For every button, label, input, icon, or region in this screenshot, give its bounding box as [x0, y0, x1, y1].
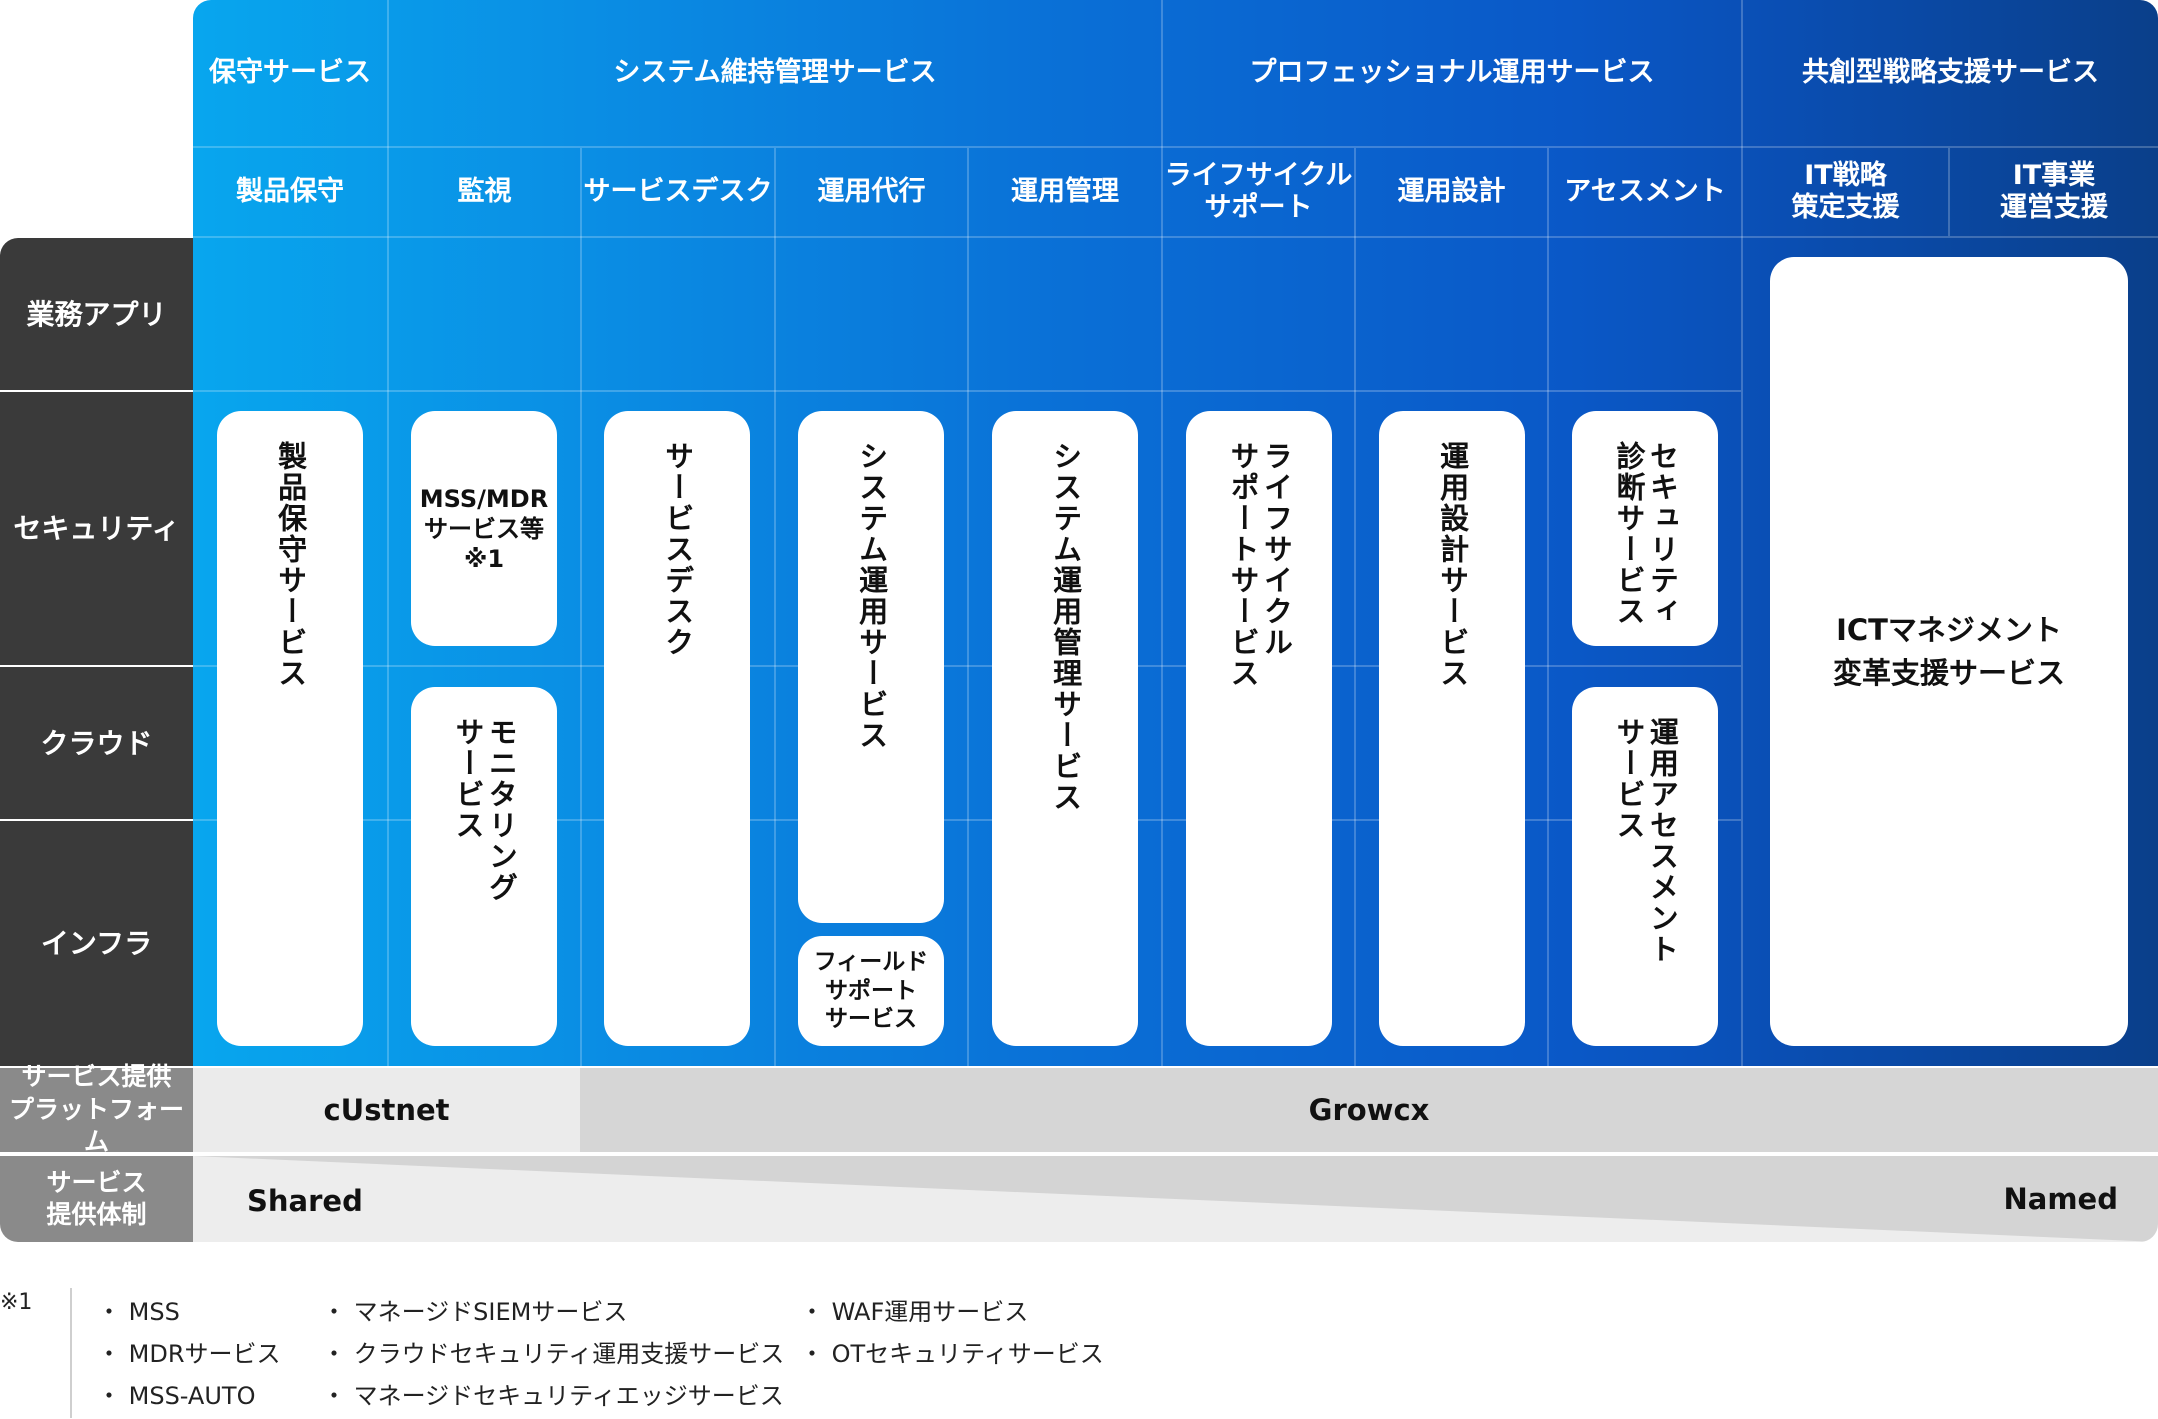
- card-security-diagnosis-service[interactable]: セキュリティ 診断サービス: [1572, 411, 1718, 646]
- card-operation-assessment-service[interactable]: 運用アセスメント サービス: [1572, 687, 1718, 1046]
- card-label: 運用設計サービス: [1435, 441, 1470, 689]
- sub-operation-management: 運用管理: [1011, 175, 1119, 207]
- card-lifecycle-support-service[interactable]: ライフサイクル サポートサービス: [1186, 411, 1332, 1046]
- sub-operation-proxy: 運用代行: [817, 175, 926, 207]
- card-system-operation-service[interactable]: システム運用サービス: [798, 411, 944, 923]
- card-label: システム運用サービス: [854, 441, 889, 751]
- footnote-item: ・ WAF運用サービス: [800, 1298, 1029, 1326]
- footnote-item: ・ MSS-AUTO: [97, 1382, 256, 1410]
- named-label: Named: [2003, 1182, 2119, 1216]
- service-matrix-panel: 保守サービス システム維持管理サービス プロフェッショナル運用サービス 共創型戦…: [193, 0, 2158, 1066]
- platform-custnet-label: cUstnet: [323, 1093, 450, 1127]
- platform-custnet[interactable]: cUstnet: [193, 1068, 580, 1152]
- row-label-business-app: 業務アプリ: [0, 238, 193, 390]
- card-label: システム運用管理サービス: [1048, 441, 1083, 813]
- sub-product-maintenance: 製品保守: [236, 175, 344, 207]
- category-system-maintenance: システム維持管理サービス: [613, 56, 937, 88]
- row-label-cloud: クラウド: [0, 667, 193, 819]
- footnote-item: ・ MSS: [97, 1298, 180, 1326]
- card-label: セキュリティ 診断サービス: [1612, 441, 1680, 627]
- card-monitoring-service[interactable]: モニタリング サービス: [411, 687, 557, 1046]
- footnote-item: ・ OTセキュリティサービス: [800, 1340, 1104, 1368]
- shared-named-gradient-shape: [193, 1156, 2158, 1242]
- sub-operation-design: 運用設計: [1397, 175, 1506, 207]
- sub-service-desk: サービスデスク: [583, 175, 773, 207]
- card-ict-management-service[interactable]: ICTマネジメント 変革支援サービス: [1770, 257, 2128, 1046]
- platform-row-label: サービス提供 プラットフォーム: [0, 1062, 193, 1156]
- card-field-support-service[interactable]: フィールド サポート サービス: [798, 936, 944, 1046]
- platform-growcx-label: Growcx: [1308, 1093, 1430, 1127]
- card-label: サービスデスク: [660, 441, 695, 658]
- sub-it-strategy: IT戦略 策定支援: [1791, 159, 1900, 223]
- card-label: フィールド サポート サービス: [813, 948, 929, 1033]
- platform-growcx[interactable]: Growcx: [580, 1068, 2158, 1152]
- category-maintenance: 保守サービス: [209, 56, 371, 88]
- card-label: 運用アセスメント サービス: [1612, 717, 1680, 965]
- sub-assessment: アセスメント: [1564, 175, 1726, 207]
- card-label: ICTマネジメント 変革支援サービス: [1832, 613, 2065, 690]
- category-cocreation: 共創型戦略支援サービス: [1802, 56, 2099, 88]
- card-label: ライフサイクル サポートサービス: [1226, 441, 1294, 689]
- card-label: MSS/MDR サービス等 ※1: [419, 484, 549, 573]
- card-operation-design-service[interactable]: 運用設計サービス: [1379, 411, 1525, 1046]
- shared-label: Shared: [247, 1184, 363, 1218]
- card-mss-mdr[interactable]: MSS/MDR サービス等 ※1: [411, 411, 557, 646]
- row-label-security: セキュリティ: [0, 392, 193, 665]
- card-product-maintenance-service[interactable]: 製品保守サービス: [217, 411, 363, 1046]
- sub-it-business: IT事業 運営支援: [2000, 159, 2108, 223]
- card-label: 製品保守サービス: [273, 441, 308, 689]
- card-system-operation-management[interactable]: システム運用管理サービス: [992, 411, 1138, 1046]
- system-shared-named-bar: Shared Named: [193, 1156, 2158, 1242]
- footnote-item: ・ クラウドセキュリティ運用支援サービス: [322, 1340, 785, 1368]
- category-professional: プロフェッショナル運用サービス: [1249, 56, 1655, 88]
- footnote-item: ・ MDRサービス: [97, 1340, 281, 1368]
- footnote-divider: [70, 1288, 72, 1418]
- row-label-infra: インフラ: [0, 821, 193, 1066]
- card-service-desk[interactable]: サービスデスク: [604, 411, 750, 1046]
- system-row-label: サービス 提供体制: [0, 1156, 193, 1242]
- sub-lifecycle-support: ライフサイクル サポート: [1164, 159, 1353, 223]
- footnote-mark: ※1: [0, 1290, 33, 1315]
- card-label: モニタリング サービス: [451, 717, 519, 903]
- footnote-item: ・ マネージドSIEMサービス: [322, 1298, 628, 1326]
- sub-monitoring: 監視: [457, 175, 512, 207]
- footnote-item: ・ マネージドセキュリティエッジサービス: [322, 1382, 784, 1410]
